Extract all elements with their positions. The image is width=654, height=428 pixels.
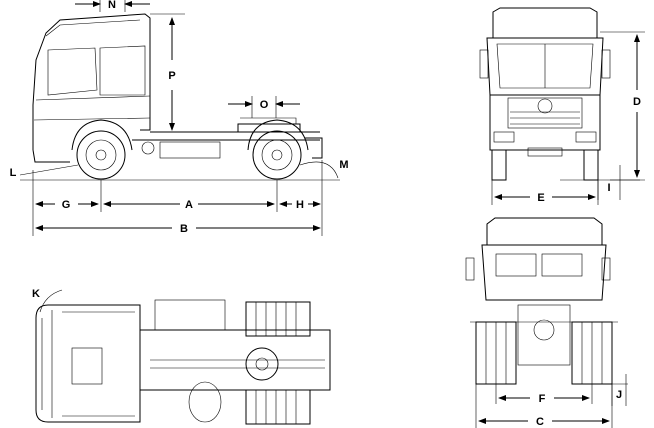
front-view [479,7,640,181]
dimension-labels: N P O L M G A H B D I E K F C J [10,0,641,428]
rear-dimension-lines [475,374,627,428]
top-view [35,289,331,425]
label-K: K [32,288,40,300]
label-G: G [62,199,71,211]
label-A: A [185,199,193,211]
front-dimension-lines [491,31,645,205]
label-O: O [260,99,269,111]
label-P: P [168,70,175,82]
label-C: C [536,416,544,428]
label-N: N [108,0,116,11]
label-B: B [180,223,188,235]
side-dimension-lines [32,0,323,236]
label-I: I [607,182,610,194]
label-J: J [616,389,622,401]
label-H: H [296,199,304,211]
label-L: L [10,167,17,179]
rear-view [465,217,628,385]
side-view [19,13,340,181]
label-E: E [537,192,544,204]
label-F: F [539,393,546,405]
label-M: M [339,159,348,171]
label-D: D [633,96,641,108]
